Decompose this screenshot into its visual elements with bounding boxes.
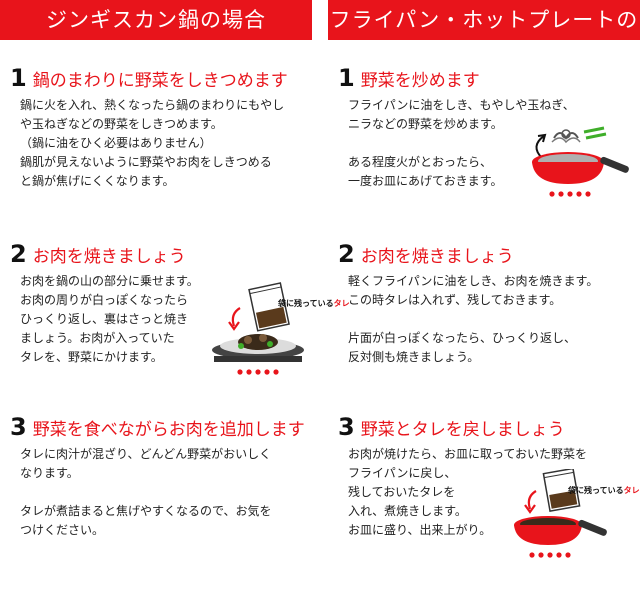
step-heading: 野菜を炒めます bbox=[360, 70, 480, 91]
body-line: 一度お皿にあげておきます。 bbox=[348, 174, 503, 188]
body-line: ある程度火がとおったら、 bbox=[348, 155, 493, 169]
body-line bbox=[348, 310, 598, 329]
body-line: 反対側も焼きましょう。 bbox=[348, 350, 480, 364]
body-line: 鍋肌が見えないように野菜やお肉をしきつめる bbox=[20, 155, 272, 169]
body-line: なります。 bbox=[20, 466, 79, 480]
body-line: 入れ、煮焼きします。 bbox=[348, 504, 467, 518]
body-line: フライパンに戻し、 bbox=[348, 466, 457, 480]
body-line: お肉が焼けたら、お皿に取っておいた野菜を bbox=[348, 447, 588, 461]
body-line: 鍋に火を入れ、熱くなったら鍋のまわりにもやし bbox=[20, 98, 285, 112]
step-number: 2 bbox=[10, 240, 27, 268]
body-line: ひっくり返し、裏はさっと焼き bbox=[20, 312, 189, 326]
right-step-3-body: お肉が焼けたら、お皿に取っておいた野菜を フライパンに戻し、 残しておいたタレを… bbox=[348, 445, 587, 540]
body-line: お皿に盛り、出来上がり。 bbox=[348, 523, 492, 537]
step-number: 3 bbox=[338, 413, 355, 441]
frying-pan-with-vegetables-icon bbox=[524, 124, 640, 204]
step-heading: お肉を焼きましょう bbox=[32, 246, 186, 267]
sauce-bag-label: 袋に残っているタレ bbox=[568, 485, 640, 496]
body-line: タレを、野菜にかけます。 bbox=[20, 350, 163, 364]
genghis-khan-pot-with-sauce-bag-icon: 袋に残っているタレ bbox=[208, 280, 350, 386]
left-step-2-body: お肉を鍋の山の部分に乗せます。 お肉の周りが白っぽくなったら ひっくり返し、裏は… bbox=[20, 272, 199, 367]
body-line: 残しておいたタレを bbox=[348, 485, 456, 499]
sauce-label-red: タレ bbox=[333, 299, 350, 308]
step-heading: 野菜を食べながらお肉を追加します bbox=[32, 419, 305, 440]
step-number: 3 bbox=[10, 413, 27, 441]
body-line: や玉ねぎなどの野菜をしきつめます。 bbox=[20, 117, 223, 131]
frying-pan-with-sauce-bag-icon: 袋に残っているタレ bbox=[508, 469, 640, 561]
step-number: 1 bbox=[338, 64, 355, 92]
body-line: （鍋に油をひく必要はありません） bbox=[20, 136, 212, 150]
body-line: お肉を鍋の山の部分に乗せます。 bbox=[20, 274, 199, 288]
body-line: ニラなどの野菜を炒めます。 bbox=[348, 117, 503, 131]
body-line: フライパンに油をしき、もやしや玉ねぎ、 bbox=[348, 98, 575, 112]
sauce-bag-label: 袋に残っているタレ bbox=[278, 298, 350, 309]
right-step-2-body: 軽くフライパンに油をしき、お肉を焼きます。 この時タレは入れず、残しておきます。… bbox=[348, 272, 598, 367]
step-heading: 野菜とタレを戻しましょう bbox=[360, 419, 565, 440]
step-heading: 鍋のまわりに野菜をしきつめます bbox=[32, 70, 288, 91]
body-line: と鍋が焦げにくくなります。 bbox=[20, 174, 175, 188]
body-line: つけください。 bbox=[20, 523, 105, 537]
step-number: 2 bbox=[338, 240, 355, 268]
body-line: タレが煮詰まると焦げやすくなるので、お気を bbox=[20, 504, 272, 518]
sauce-label-red: タレ bbox=[623, 486, 640, 495]
step-number: 1 bbox=[10, 64, 27, 92]
body-line: ましょう。お肉が入っていた bbox=[20, 331, 175, 345]
body-line: この時タレは入れず、残しておきます。 bbox=[348, 293, 562, 307]
sauce-bag-label-text: 袋に残っている bbox=[568, 486, 624, 495]
step-heading: お肉を焼きましょう bbox=[360, 246, 514, 267]
left-column-header: ジンギスカン鍋の場合 bbox=[0, 0, 312, 40]
body-line: 軽くフライパンに油をしき、お肉を焼きます。 bbox=[348, 274, 599, 288]
right-step-1-body: フライパンに油をしき、もやしや玉ねぎ、 ニラなどの野菜を炒めます。 ある程度火が… bbox=[348, 96, 575, 191]
right-column-header: フライパン・ホットプレートの場合 bbox=[328, 0, 640, 72]
left-step-1-body: 鍋に火を入れ、熱くなったら鍋のまわりにもやし や玉ねぎなどの野菜をしきつめます。… bbox=[20, 96, 284, 191]
left-step-3-body: タレに肉汁が混ざり、どんどん野菜がおいしく なります。 タレが煮詰まると焦げやす… bbox=[20, 445, 272, 540]
body-line: タレに肉汁が混ざり、どんどん野菜がおいしく bbox=[20, 447, 272, 461]
body-line: お肉の周りが白っぽくなったら bbox=[20, 293, 189, 307]
sauce-bag-label-text: 袋に残っている bbox=[278, 299, 334, 308]
body-line bbox=[20, 483, 272, 502]
body-line: 片面が白っぽくなったら、ひっくり返し、 bbox=[348, 331, 577, 345]
